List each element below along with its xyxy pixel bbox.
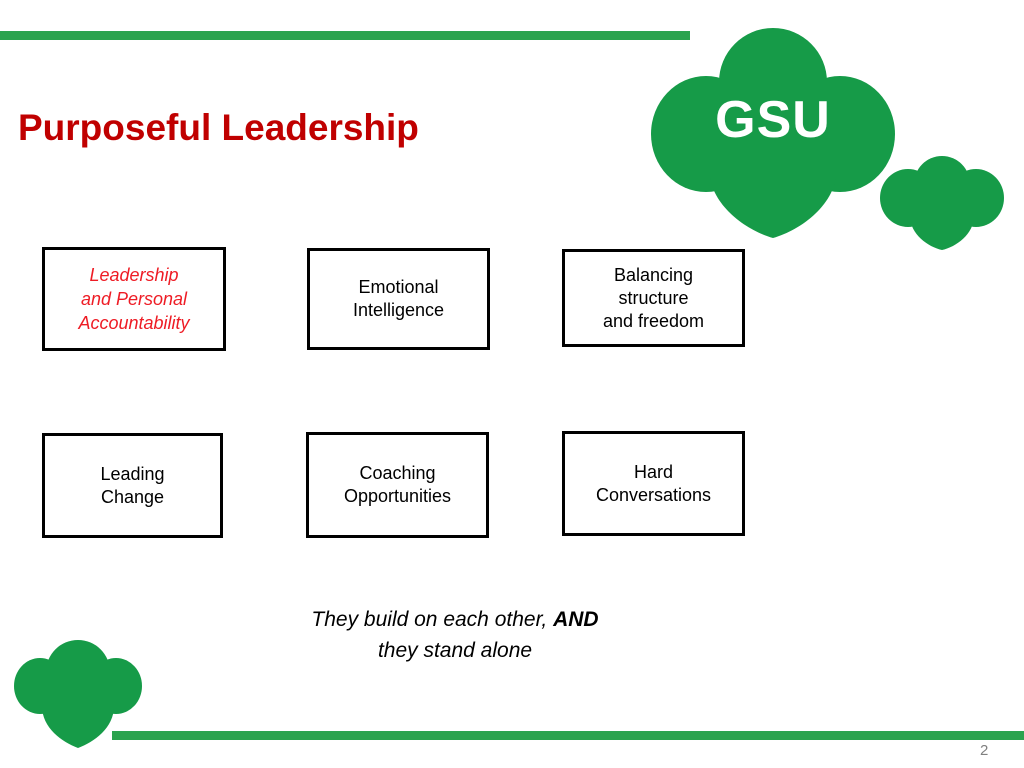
bottom-accent-rule xyxy=(112,731,1024,740)
concept-box-emotional-intelligence[interactable]: Emotional Intelligence xyxy=(307,248,490,350)
concept-box-label: Leadership and Personal Accountability xyxy=(78,265,190,333)
concept-box-leading-change[interactable]: Leading Change xyxy=(42,433,223,538)
gsu-trefoil-bottom-left-icon xyxy=(14,634,142,748)
gsu-trefoil-small-right-icon xyxy=(880,152,1024,250)
caption-line2-text: they stand alone xyxy=(377,639,533,662)
concept-box-label: Balancing structure and freedom xyxy=(602,264,705,331)
page-number: 2 xyxy=(980,742,989,759)
concept-box-label: Leading Change xyxy=(100,463,165,507)
slide-caption: They build on each other, AND they stand… xyxy=(190,604,720,666)
page-title: Purposeful Leadership xyxy=(18,107,419,148)
concept-box-label: Emotional Intelligence xyxy=(352,277,445,320)
concept-box-hard-conversations[interactable]: Hard Conversations xyxy=(562,431,745,536)
concept-box-label: Hard Conversations xyxy=(595,461,712,505)
concept-box-label: Coaching Opportunities xyxy=(343,463,452,506)
caption-line1-text: They build on each other, xyxy=(311,608,554,631)
gsu-trefoil-logo-icon xyxy=(651,18,895,238)
concept-box-coaching-opportunities[interactable]: Coaching Opportunities xyxy=(306,432,489,538)
concept-box-balancing-structure-and-freedom[interactable]: Balancing structure and freedom xyxy=(562,249,745,347)
caption-emphasis: AND xyxy=(553,608,599,631)
top-accent-rule xyxy=(0,31,690,40)
concept-box-leadership-and-personal-accountability[interactable]: Leadership and Personal Accountability xyxy=(42,247,226,351)
